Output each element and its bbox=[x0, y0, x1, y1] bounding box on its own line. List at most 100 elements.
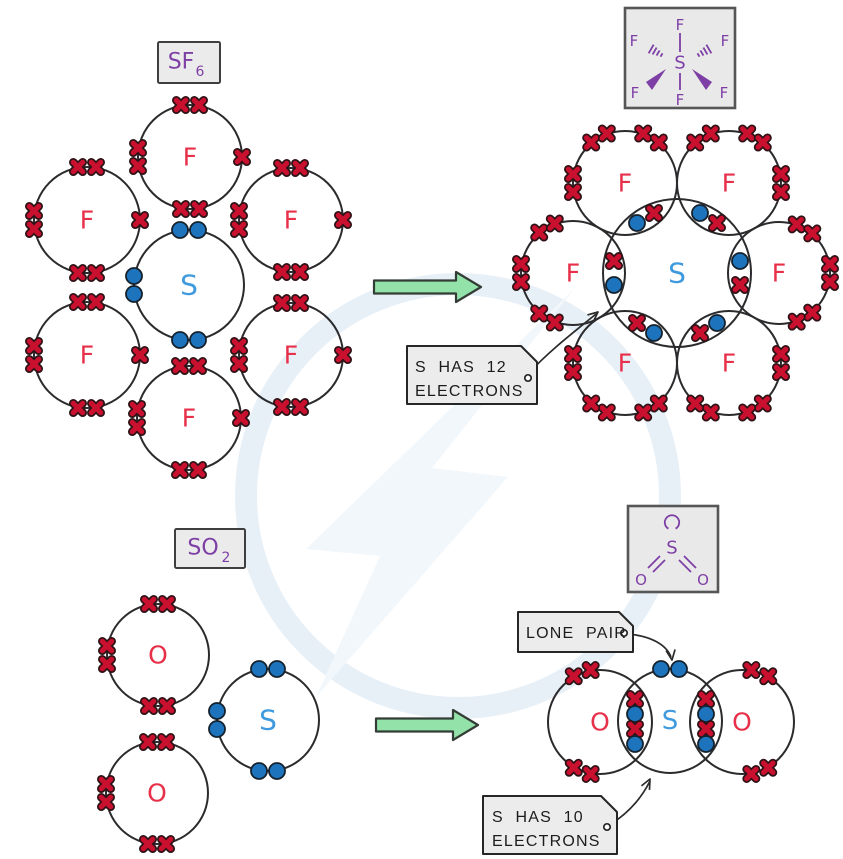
electron-dot bbox=[697, 705, 715, 723]
electron-cross bbox=[171, 461, 189, 479]
electron-cross bbox=[129, 157, 147, 175]
solid-wedge-lower-left bbox=[646, 69, 666, 90]
electron-cross bbox=[189, 461, 207, 479]
formula-s: S bbox=[666, 538, 677, 559]
tag-text-line: LONE PAIR bbox=[526, 625, 627, 642]
atom-s: S bbox=[602, 198, 752, 348]
electron-cross bbox=[511, 273, 530, 291]
electron-cross bbox=[291, 159, 309, 177]
electron-cross bbox=[582, 133, 601, 152]
so2-label-subscript: 2 bbox=[222, 550, 231, 566]
formula-f-upper-right: F bbox=[721, 32, 730, 50]
electron-cross bbox=[753, 133, 772, 152]
electron-dot bbox=[208, 720, 226, 738]
atom-symbol: S bbox=[180, 269, 198, 302]
electron-cross bbox=[128, 400, 146, 418]
atom-symbol: F bbox=[722, 169, 736, 198]
electron-cross bbox=[511, 255, 530, 273]
tag-text-line: ELECTRONS bbox=[492, 833, 601, 850]
electron-cross bbox=[190, 200, 208, 218]
atom-f: F bbox=[511, 214, 626, 332]
atom-symbol: F bbox=[80, 206, 94, 235]
electron-dot bbox=[268, 660, 286, 678]
electron-cross bbox=[139, 733, 157, 751]
electron-cross bbox=[545, 313, 564, 332]
electron-dot bbox=[125, 267, 143, 285]
electron-cross bbox=[87, 399, 105, 417]
electron-cross bbox=[708, 214, 726, 232]
reaction-arrow bbox=[372, 270, 483, 304]
formula-o-right: O bbox=[697, 571, 709, 589]
formula-f-bottom: F bbox=[676, 91, 685, 109]
formula-f-top: F bbox=[676, 16, 685, 34]
atom-symbol: F bbox=[618, 349, 632, 378]
electron-dot bbox=[268, 762, 286, 780]
electron-dot bbox=[250, 660, 268, 678]
electron-cross bbox=[787, 312, 806, 331]
electron-cross bbox=[230, 220, 248, 238]
electron-cross bbox=[634, 124, 653, 143]
tag-text-line: ELECTRONS bbox=[415, 383, 524, 400]
electron-cross bbox=[605, 252, 623, 270]
electron-cross bbox=[129, 139, 147, 157]
atom-f: F bbox=[676, 310, 790, 422]
electron-cross bbox=[139, 835, 157, 853]
electron-cross bbox=[97, 793, 115, 811]
electron-dot bbox=[731, 252, 749, 270]
electron-cross bbox=[69, 293, 87, 311]
electron-cross bbox=[772, 165, 790, 183]
electron-cross bbox=[628, 314, 646, 332]
atom-o: O bbox=[689, 661, 795, 783]
formula-f-lower-left: F bbox=[631, 84, 640, 102]
electron-cross bbox=[787, 215, 806, 234]
electron-cross bbox=[821, 255, 839, 273]
electron-cross bbox=[564, 667, 583, 686]
atom-symbol: F bbox=[722, 349, 736, 378]
electron-cross bbox=[69, 399, 87, 417]
electron-cross bbox=[731, 276, 749, 294]
electron-cross bbox=[87, 158, 105, 176]
so2-label-box: SO 2 bbox=[174, 528, 246, 569]
lone-pair-arc bbox=[663, 514, 681, 530]
electron-cross bbox=[634, 403, 653, 422]
electron-cross bbox=[87, 264, 105, 282]
atom-symbol: F bbox=[284, 341, 298, 370]
electron-cross bbox=[686, 394, 705, 413]
atom-symbol: F bbox=[284, 206, 298, 235]
solid-wedge-lower-right bbox=[692, 69, 712, 90]
electron-cross bbox=[753, 394, 772, 413]
atom-symbol: S bbox=[662, 706, 679, 736]
electron-cross bbox=[582, 394, 601, 413]
electron-cross bbox=[230, 337, 248, 355]
electron-cross bbox=[649, 133, 668, 152]
electron-cross bbox=[172, 96, 190, 114]
electron-cross bbox=[742, 764, 761, 783]
electron-dot bbox=[171, 331, 189, 349]
electron-cross bbox=[564, 758, 583, 777]
electron-cross bbox=[697, 690, 715, 708]
tag-lone-pair: LONE PAIR bbox=[517, 611, 676, 661]
atom-symbol: F bbox=[566, 259, 580, 288]
electron-cross bbox=[98, 655, 116, 673]
sf6-label-box: SF 6 bbox=[157, 41, 221, 84]
atom-o: O bbox=[98, 595, 210, 715]
electron-cross bbox=[233, 148, 251, 166]
atom-symbol: O bbox=[148, 641, 168, 670]
atom-f: F bbox=[129, 96, 251, 218]
electron-cross bbox=[545, 214, 564, 233]
electron-cross bbox=[291, 263, 309, 281]
electron-cross bbox=[97, 775, 115, 793]
electron-cross bbox=[564, 345, 582, 363]
electron-cross bbox=[649, 394, 668, 413]
atom-symbol: F bbox=[183, 143, 197, 172]
hash-wedge-upper-left bbox=[647, 44, 664, 58]
electron-dot bbox=[626, 705, 644, 723]
electron-cross bbox=[25, 220, 43, 238]
electron-cross bbox=[803, 303, 822, 322]
electron-cross bbox=[273, 294, 291, 312]
electron-cross bbox=[158, 595, 176, 613]
electron-cross bbox=[597, 124, 616, 143]
hash-wedge-upper-right bbox=[696, 44, 713, 58]
atom-symbol: F bbox=[80, 341, 94, 370]
